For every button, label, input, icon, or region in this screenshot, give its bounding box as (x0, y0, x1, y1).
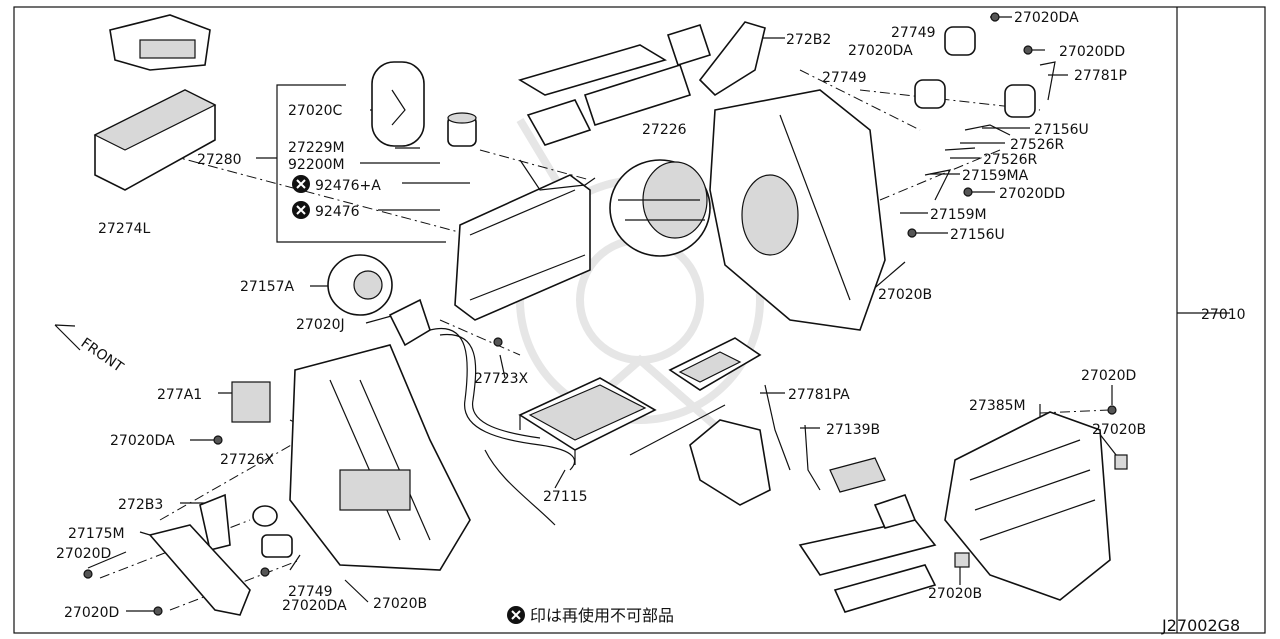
label-27159MA: 27159MA (962, 168, 1029, 184)
label-27385M: 27385M (969, 398, 1026, 414)
label-92200M: 92200M (288, 157, 345, 173)
label-27020D-a: 27020D (56, 546, 111, 562)
no-reuse-marker-icon-2 (292, 201, 310, 219)
label-27159M: 27159M (930, 207, 987, 223)
part-blower-housing (709, 89, 886, 331)
label-27274L: 27274L (98, 221, 151, 237)
label-27726X: 27726X (220, 452, 275, 468)
part-control-module (231, 381, 271, 423)
label-27749-a: 27749 (891, 25, 936, 41)
label-27229M: 27229M (288, 140, 345, 156)
part-duct-seals (518, 24, 712, 146)
label-92476A: 92476+A (315, 178, 381, 194)
front-arrow-icon (54, 324, 81, 351)
part-linkages (924, 124, 1011, 201)
label-27010: 27010 (1201, 307, 1246, 323)
no-reuse-marker-icon-1 (292, 175, 310, 193)
part-actuators-top (914, 26, 1056, 118)
part-heater-case-right (944, 411, 1128, 601)
legend-text: 印は再使用不可部品 (530, 606, 674, 625)
label-277A1: 277A1 (157, 387, 202, 403)
label-27020J: 27020J (296, 317, 345, 333)
label-27156U-a: 27156U (1034, 122, 1089, 138)
part-air-filter (93, 89, 217, 191)
label-27280: 27280 (197, 152, 242, 168)
label-27526R-a: 27526R (1010, 137, 1065, 153)
label-27175M: 27175M (68, 526, 125, 542)
part-bracket-27020J (388, 298, 431, 347)
part-number-labels: 27020DA 27749 27020DA 27020DD 27749 2778… (56, 10, 1246, 621)
part-sensor-foam (371, 61, 425, 147)
label-27020DD-a: 27020DD (1059, 44, 1125, 60)
no-reuse-marker-icon-legend (507, 606, 525, 624)
part-center-ducts (629, 337, 771, 506)
part-heater-core (518, 377, 657, 465)
diagram-frame (13, 6, 1266, 634)
part-drain-hoses (484, 384, 821, 526)
label-272B3: 272B3 (118, 497, 163, 513)
part-evaporator-core (454, 174, 591, 321)
part-filter-cover (109, 14, 211, 71)
label-27749-c: 27749 (288, 584, 333, 600)
part-lower-ducts (798, 457, 937, 613)
label-27781P: 27781P (1074, 68, 1127, 84)
label-27157A: 27157A (240, 279, 295, 295)
label-27020DD-b: 27020DD (999, 186, 1065, 202)
part-motor-27157A (327, 254, 393, 316)
part-expansion-valve (447, 112, 477, 147)
part-bracket-272B2 (698, 21, 766, 97)
label-272B2: 272B2 (786, 32, 831, 48)
part-left-brackets (148, 493, 293, 616)
label-27020B-a: 27020B (878, 287, 932, 303)
label-27115: 27115 (543, 489, 588, 505)
label-27020DA-b: 27020DA (848, 43, 913, 59)
front-label: FRONT (78, 335, 127, 376)
leader-lines (87, 7, 1230, 633)
label-27020D-b: 27020D (64, 605, 119, 621)
part-blower-fan (609, 159, 711, 257)
label-92476: 92476 (315, 204, 360, 220)
part-bolts (83, 12, 1117, 616)
label-27020B-b: 27020B (373, 596, 427, 612)
part-heater-case-left (289, 344, 471, 571)
label-27020B-c: 27020B (1092, 422, 1146, 438)
diagram-code: J27002G8 (1161, 616, 1240, 635)
part-pipe (429, 159, 596, 471)
label-27781PA: 27781PA (788, 387, 850, 403)
label-27020D-c: 27020D (1081, 368, 1136, 384)
label-27723X: 27723X (474, 371, 529, 387)
label-27749-b: 27749 (822, 70, 867, 86)
label-27020DA-d: 27020DA (282, 598, 347, 614)
label-27526R-b: 27526R (983, 152, 1038, 168)
label-27020DA-c: 27020DA (110, 433, 175, 449)
label-27156U-b: 27156U (950, 227, 1005, 243)
label-27020DA-a: 27020DA (1014, 10, 1079, 26)
label-27139B: 27139B (826, 422, 880, 438)
label-27226: 27226 (642, 122, 687, 138)
label-27020C: 27020C (288, 103, 343, 119)
label-27020B-d: 27020B (928, 586, 982, 602)
